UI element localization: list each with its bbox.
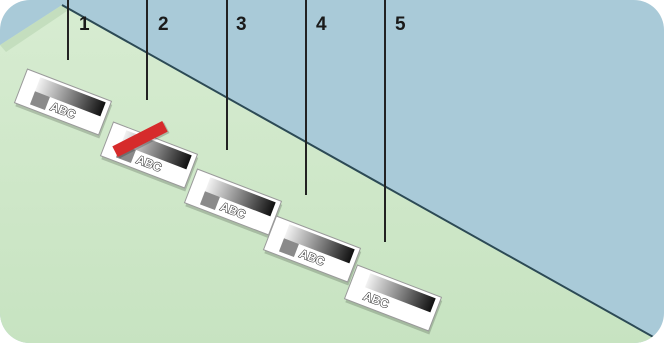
callout-number-3: 3 — [236, 14, 247, 35]
callout-number-4: 4 — [316, 14, 327, 35]
callout-number-1: 1 — [79, 14, 90, 35]
callout-number-2: 2 — [158, 14, 169, 35]
callout-number-5: 5 — [395, 14, 406, 35]
